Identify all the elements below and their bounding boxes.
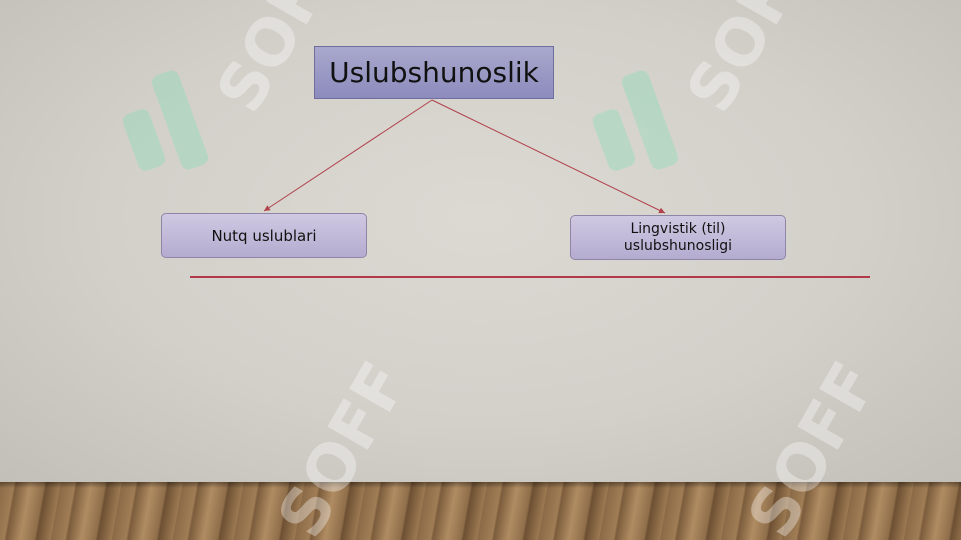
child-node-lingvistik-uslubshunosligi: Lingvistik (til) uslubshunosligi — [570, 215, 786, 260]
connector-root-to-nutq — [263, 99, 433, 212]
child-node-label: Nutq uslublari — [211, 226, 317, 245]
root-node-label: Uslubshunoslik — [329, 56, 539, 89]
connector-root-to-lingvistik — [431, 99, 666, 214]
root-node: Uslubshunoslik — [314, 46, 554, 99]
wooden-floor — [0, 482, 961, 540]
child-node-nutq-uslublari: Nutq uslublari — [161, 213, 367, 258]
child-node-label: Lingvistik (til) uslubshunosligi — [623, 220, 733, 254]
